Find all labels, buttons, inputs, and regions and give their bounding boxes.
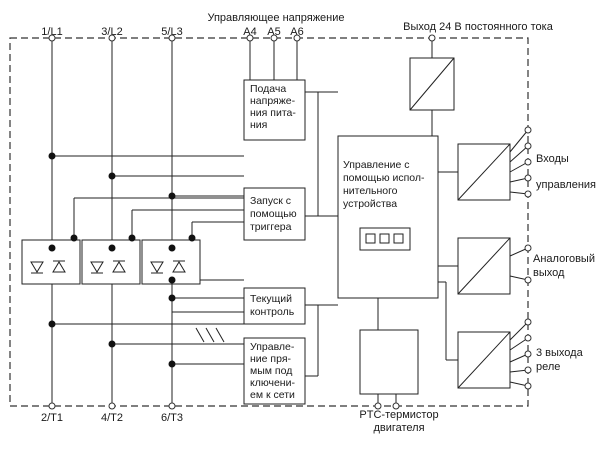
- mains-control-block: [243, 337, 306, 405]
- mains-control-line-5: ем к сети: [250, 389, 295, 401]
- ptc-block: [359, 329, 419, 395]
- power-wiring: [27, 38, 244, 406]
- terminal-t3-label: 6/T3: [161, 412, 183, 424]
- mains-control-line-2: ние пря-: [250, 353, 292, 365]
- terminal-a4-label: A4: [243, 26, 256, 38]
- trigger-start-block: [243, 187, 306, 241]
- analog-output-label-line-1: Аналоговый: [533, 253, 595, 265]
- mains-control-line-4: ключени-: [250, 377, 295, 389]
- power-supply-line-1: Подача: [250, 83, 286, 95]
- trigger-start-line-3: триггера: [250, 221, 292, 233]
- control-voltage-wires: [249, 38, 338, 217]
- terminal-l1-label: 1/L1: [41, 26, 62, 38]
- junction-dots: [48, 152, 196, 368]
- terminal-circles: [48, 34, 532, 410]
- actuator-control-line-1: Управление с: [343, 159, 410, 171]
- ptc-label-line-2: двигателя: [373, 422, 424, 434]
- control-inputs-label-line-1: Входы: [536, 153, 569, 165]
- ptc-label-line-1: PTC-термистор: [359, 409, 438, 421]
- power-supply-line-4: ния: [250, 119, 267, 131]
- current-control-line-2: контроль: [250, 306, 295, 318]
- relay-outputs-label-line-1: 3 выхода: [536, 347, 584, 359]
- current-control-block: [243, 287, 306, 325]
- terminal-a6-label: A6: [290, 26, 303, 38]
- output-24v-label: Выход 24 В постоянного тока: [403, 21, 554, 33]
- trigger-start-line-1: Запуск с: [250, 195, 291, 207]
- relay-outputs-label-line-2: реле: [536, 361, 560, 373]
- output-terminal-wires: [509, 129, 529, 387]
- terminal-t1-label: 2/T1: [41, 412, 63, 424]
- power-supply-block: [243, 79, 306, 141]
- terminal-t2-label: 4/T2: [101, 412, 123, 424]
- terminal-l3-label: 5/L3: [161, 26, 182, 38]
- power-supply-line-3: ния пита-: [250, 107, 296, 119]
- device-enclosure: [9, 37, 529, 407]
- actuator-control-line-4: устройства: [343, 198, 397, 210]
- terminal-l2-label: 3/L2: [101, 26, 122, 38]
- actuator-control-block: [337, 135, 439, 299]
- actuator-control-line-3: нительного: [343, 185, 398, 197]
- trigger-start-line-2: помощью: [250, 208, 297, 220]
- relay-contacts: [195, 327, 225, 343]
- mains-control-line-1: Управле-: [250, 341, 295, 353]
- block-links: [305, 298, 379, 377]
- control-inputs-label-line-2: управления: [536, 179, 596, 191]
- actuator-control-line-2: помощью испол-: [343, 172, 425, 184]
- converter-links: [438, 171, 458, 361]
- terminal-a5-label: A5: [267, 26, 280, 38]
- power-supply-line-2: напряже-: [250, 95, 296, 107]
- control-voltage-title: Управляющее напряжение: [207, 12, 344, 24]
- current-control-line-1: Текущий: [250, 293, 292, 305]
- mains-control-line-3: мым под: [250, 365, 292, 377]
- analog-output-label-line-2: выход: [533, 267, 565, 279]
